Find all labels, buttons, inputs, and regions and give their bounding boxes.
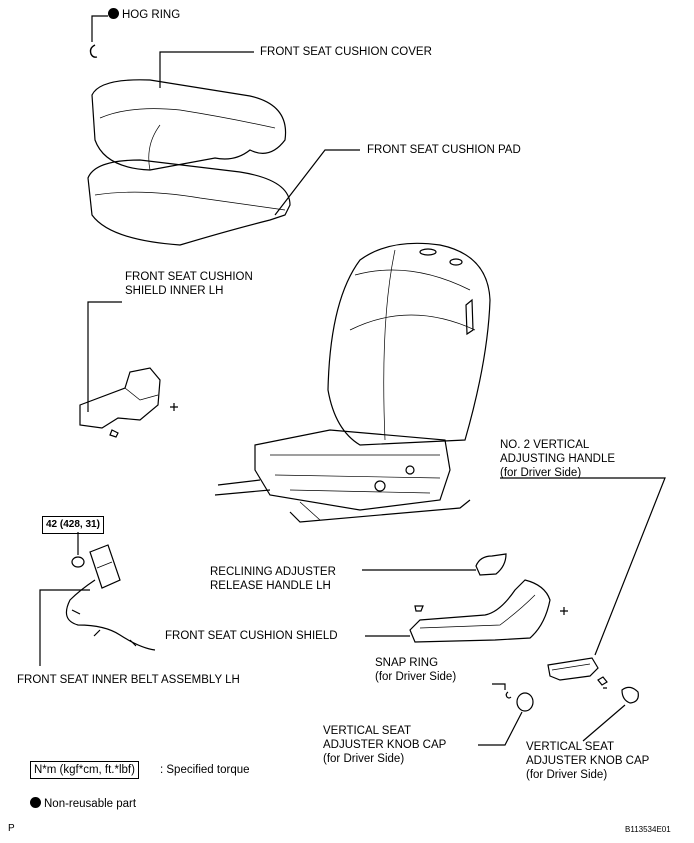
snap-ring-icon [505, 691, 512, 699]
figure-id: B113534E01 [625, 825, 671, 834]
inner-belt-label: FRONT SEAT INNER BELT ASSEMBLY LH [17, 674, 240, 686]
hog-ring-icon [89, 44, 98, 58]
cushion-shield-label: FRONT SEAT CUSHION SHIELD [165, 630, 338, 642]
shield-inner-drawing [79, 367, 178, 438]
vertical-handle-leader [500, 477, 666, 656]
cushion-cover-label: FRONT SEAT CUSHION COVER [260, 46, 432, 58]
knob-cap-right-label: VERTICAL SEAT ADJUSTER KNOB CAP (for Dri… [526, 741, 650, 781]
shield-inner-leader [87, 301, 122, 412]
non-reusable-legend: Non-reusable part [30, 797, 136, 811]
reclining-handle-drawing [475, 553, 507, 576]
torque-spec-box: 42 (428, 31) [42, 516, 104, 534]
seat-back-drawing [327, 242, 491, 446]
shield-inner-label: FRONT SEAT CUSHION SHIELD INNER LH [125, 271, 253, 297]
knob-cap-left-label: VERTICAL SEAT ADJUSTER KNOB CAP (for Dri… [323, 725, 447, 765]
non-reusable-dot-icon [108, 8, 119, 19]
hog-ring-leader [91, 15, 108, 42]
cushion-pad-drawing [87, 159, 291, 246]
cushion-pad-leader [274, 149, 360, 216]
belt-buckle-drawing [65, 544, 156, 651]
torque-unit-box: N*m (kgf*cm, ft.*lbf) [30, 761, 139, 779]
non-reusable-legend-dot-icon [30, 797, 41, 808]
seat-frame-drawing [214, 429, 471, 523]
cushion-cover-drawing [91, 79, 287, 171]
knob-cap-left-drawing [516, 692, 534, 712]
inner-belt-leader [39, 589, 90, 666]
knob-cap-right-leader [582, 704, 626, 742]
reclining-handle-label: RECLINING ADJUSTER RELEASE HANDLE LH [210, 566, 336, 592]
corner-mark: P [8, 823, 15, 834]
hog-ring-label: HOG RING [108, 8, 180, 22]
vertical-handle-label: NO. 2 VERTICAL ADJUSTING HANDLE (for Dri… [500, 439, 616, 479]
torque-unit-description: : Specified torque [160, 764, 250, 776]
cushion-cover-leader [159, 51, 254, 88]
knob-cap-left-leader [478, 711, 523, 746]
snap-ring-label: SNAP RING (for Driver Side) [375, 657, 457, 683]
cushion-shield-drawing [409, 579, 568, 643]
vertical-handle-drawing [547, 657, 608, 689]
snap-ring-leader [492, 683, 506, 690]
knob-cap-right-drawing [621, 686, 639, 704]
cushion-pad-label: FRONT SEAT CUSHION PAD [367, 144, 521, 156]
